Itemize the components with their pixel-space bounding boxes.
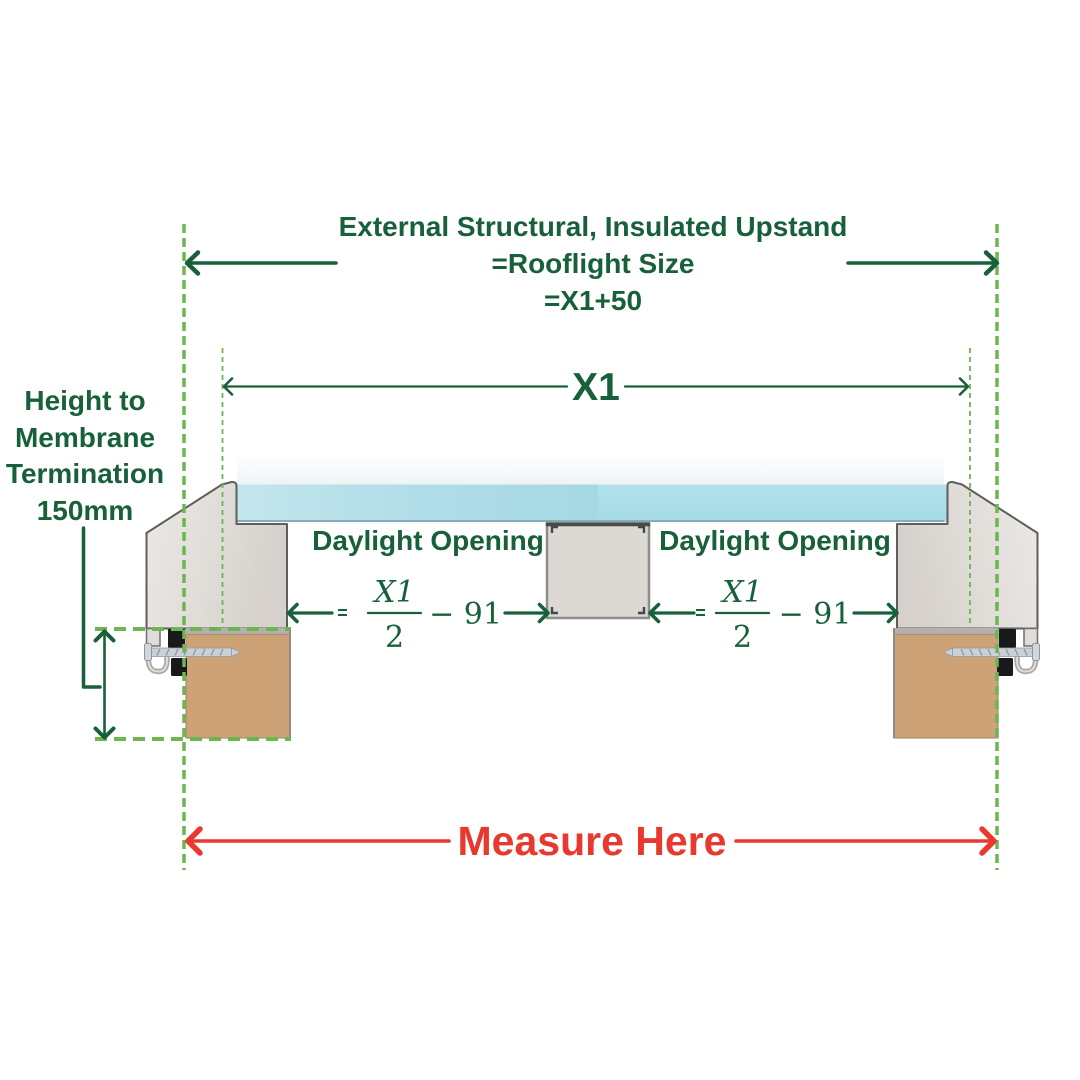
daylight-left-outer-head (286, 602, 299, 624)
drip-edge-highlight (147, 644, 168, 673)
screw-thread (960, 648, 965, 656)
upstand-arrow-right-head (983, 250, 1000, 276)
x1-arrow-right-head (958, 377, 970, 396)
formula-left-denominator: 2 (385, 620, 404, 655)
x1-dimension-label: X1 (572, 366, 620, 409)
formula-right-numerator: X1 (720, 575, 762, 610)
formula-right-subtraction: − 91 (779, 597, 852, 632)
membrane-arrow-bottom-head (93, 726, 116, 740)
measure-arrow-left-head (185, 826, 203, 856)
labels: External Structural, Insulated Upstand =… (6, 211, 891, 864)
measure-line (185, 826, 997, 856)
membrane-arrow-top-head (93, 629, 116, 643)
membrane-height-label-line3: Termination (6, 458, 164, 489)
corner-notch (550, 607, 558, 615)
membrane-leader-line (81, 526, 102, 689)
glazing-bar-body (545, 521, 651, 620)
measure-here-label: Measure Here (458, 818, 727, 864)
measure-arrow-right-head (979, 826, 997, 856)
formula-left-subtraction: − 91 (429, 597, 502, 632)
gasket-upper (999, 629, 1016, 648)
daylight-opening-label-left: Daylight Opening (312, 525, 544, 556)
reference-lines (95, 224, 999, 870)
daylight-right-inner-head (886, 602, 899, 624)
sky-backdrop (237, 457, 944, 485)
gasket-lower (997, 658, 1013, 676)
upstand-size-label-line1: External Structural, Insulated Upstand (339, 211, 848, 242)
daylight-right-outer-head (648, 602, 661, 624)
screw-thread (1023, 648, 1028, 656)
membrane-height-label-line1: Height to (24, 385, 145, 416)
formula-right-equals: = (695, 603, 706, 623)
screw-thread (201, 648, 206, 656)
frame-profile (896, 480, 1039, 630)
daylight-left-inner-head (537, 602, 550, 624)
screw-thread (1014, 648, 1019, 656)
screw-thread (987, 648, 992, 656)
glass-pane-right (598, 484, 947, 522)
membrane-strip (186, 628, 290, 635)
formula-left-numerator: X1 (372, 575, 414, 610)
screw-thread (978, 648, 983, 656)
daylight-opening-label-right: Daylight Opening (659, 525, 891, 556)
screw-thread (969, 648, 974, 656)
screw-thread (165, 648, 170, 656)
cross-section-drawing (144, 457, 1040, 739)
upstand-arrow-left-head (184, 250, 201, 276)
gasket-upper (168, 629, 185, 648)
drip-edge-highlight (1016, 644, 1037, 673)
fixing-screw (942, 643, 1040, 661)
screw-thread (174, 648, 179, 656)
corner-notch (638, 607, 646, 615)
screw-thread (210, 648, 215, 656)
screw-tip (942, 647, 953, 658)
frame-right (893, 480, 1040, 739)
glass-pane-left (234, 484, 598, 522)
dimension-arrows (81, 250, 1000, 740)
screw-head (1032, 643, 1040, 661)
corner-notch (550, 525, 558, 533)
screw-thread (1005, 648, 1010, 656)
screw-tip (231, 647, 242, 658)
membrane-strip (894, 628, 998, 635)
upstand-size-label-line3: =X1+50 (544, 285, 642, 316)
central-glazing-bar (545, 521, 651, 620)
screw-thread (192, 648, 197, 656)
upstand-size-label-line2: =Rooflight Size (492, 248, 695, 279)
membrane-height-label-line2: Membrane (15, 422, 155, 453)
screw-thread (156, 648, 161, 656)
membrane-height-label-line4: 150mm (37, 495, 134, 526)
screw-thread (219, 648, 224, 656)
corner-notch (638, 525, 646, 533)
frame-profile (145, 480, 288, 630)
formula-left-equals: = (337, 603, 348, 623)
fixing-screw (144, 643, 242, 661)
x1-arrow-left-head (222, 377, 234, 396)
formula-right-denominator: 2 (733, 620, 752, 655)
screw-head (144, 643, 152, 661)
frame-left (144, 480, 291, 739)
